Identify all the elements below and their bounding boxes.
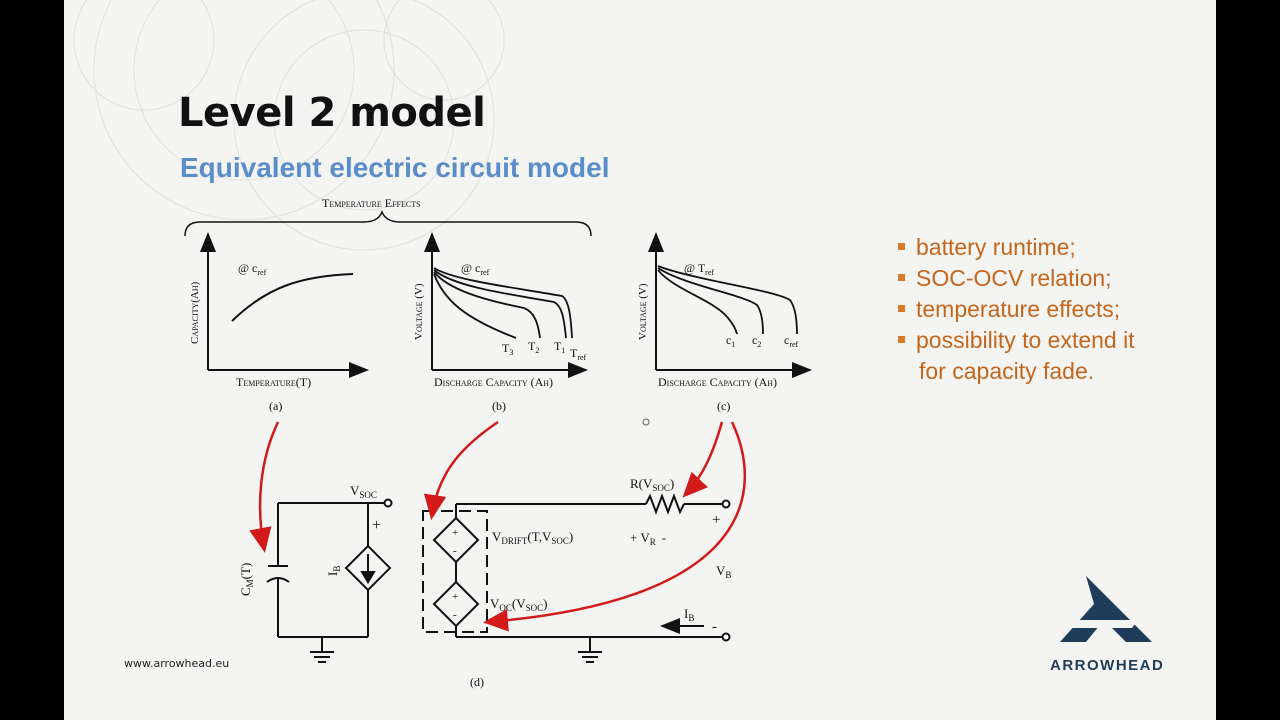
bullet-item: possibility to extend it	[898, 325, 1135, 356]
circuit-figure: Temperature Effects @ cref Capacity(Ah) …	[184, 196, 812, 689]
curve-label-cref: cref	[784, 333, 799, 349]
curve-label-tref: Tref	[570, 346, 587, 362]
capacity-curve	[231, 273, 354, 322]
right-minus: -	[712, 619, 717, 635]
voc-label: VOC(VSOC)	[490, 596, 547, 613]
bullet-continuation: for capacity fade.	[919, 358, 1095, 384]
cursor-mark	[642, 418, 650, 426]
curve-c2	[657, 267, 764, 335]
curve-label-c2: c2	[752, 333, 761, 349]
temperature-brace	[184, 209, 592, 237]
curve-label-c1: c1	[726, 333, 735, 349]
resistor	[645, 493, 685, 515]
vdrift-label: VDRIFT(T,VSOC)	[492, 529, 573, 546]
right-letterbox	[1216, 0, 1280, 720]
cap-label: CM(T)	[238, 563, 255, 596]
background-circles	[73, 0, 505, 251]
panel-a-caption: (a)	[269, 399, 282, 413]
panel-d-caption: (d)	[470, 675, 484, 689]
panel-a-annotation: @ cref	[238, 261, 267, 277]
src-plus-2: +	[452, 591, 458, 603]
src-plus-1: +	[452, 527, 458, 539]
panel-b-xlabel: Discharge Capacity (Ah)	[434, 375, 553, 389]
red-arrows	[249, 420, 747, 632]
curve-t2	[433, 271, 541, 339]
right-plus: +	[712, 512, 720, 528]
panel-c-caption: (c)	[717, 399, 730, 413]
panel-c: @ Tref c1 c2 cref Voltage (V) Discharge …	[637, 232, 812, 413]
slide-title: Level 2 model	[178, 90, 486, 136]
panel-a-xlabel: Temperature(T)	[236, 375, 311, 389]
slide: Level 2 model Equivalent electric circui…	[64, 0, 1216, 720]
bullet-item: temperature effects;	[898, 294, 1135, 325]
curve-label-t1: T1	[554, 339, 565, 355]
vb-label: VB	[716, 563, 731, 580]
curve-t1	[433, 269, 567, 339]
panel-b: @ cref T3 T2 T1 Tref Voltage (V) Dischar…	[413, 232, 588, 413]
panel-b-ylabel: Voltage (V)	[413, 283, 425, 340]
panel-c-ylabel: Voltage (V)	[637, 283, 649, 340]
curve-label-t2: T2	[528, 339, 539, 355]
curve-label-t3: T3	[502, 341, 513, 357]
vr-label: + VR-	[630, 530, 666, 547]
bullet-item: battery runtime;	[898, 232, 1135, 263]
panel-b-annotation: @ cref	[461, 261, 490, 277]
src-minus-2: -	[453, 609, 457, 621]
panel-a-ylabel: Capacity(Ah)	[189, 281, 201, 344]
curve-tref	[433, 267, 573, 339]
left-vsoc-label: VSOC	[350, 483, 377, 500]
logo-text: ARROWHEAD	[1050, 657, 1165, 674]
brace-label: Temperature Effects	[322, 196, 421, 210]
left-ib-label: IB	[325, 566, 342, 576]
bullet-item: SOC-OCV relation;	[898, 263, 1135, 294]
panel-a: @ cref Capacity(Ah) Temperature(T) (a)	[189, 232, 369, 413]
panel-b-caption: (b)	[492, 399, 506, 413]
arrow-a-to-cap	[249, 421, 280, 553]
arrow-b-to-vdrift	[423, 420, 499, 520]
panel-c-annotation: @ Tref	[684, 261, 714, 277]
arrow-c-to-voc	[483, 421, 747, 632]
circuit-right	[422, 493, 731, 663]
src-minus-1: -	[453, 545, 457, 557]
arrowhead-logo	[1060, 576, 1152, 642]
curve-cref	[657, 265, 798, 335]
circuit-left	[266, 498, 393, 663]
arrow-c-to-resistor	[682, 421, 724, 498]
slide-subtitle: Equivalent electric circuit model	[180, 152, 610, 183]
footer-url: www.arrowhead.eu	[124, 657, 230, 670]
left-letterbox	[0, 0, 64, 720]
curve-t3	[433, 273, 517, 339]
right-ib-label: IB	[684, 606, 694, 623]
dashed-box	[422, 510, 488, 633]
left-plus: +	[372, 517, 381, 534]
bullet-list: battery runtime; SOC-OCV relation; tempe…	[898, 232, 1135, 387]
resistor-label: R(VSOC)	[630, 476, 674, 493]
curve-c1	[657, 269, 738, 335]
panel-c-xlabel: Discharge Capacity (Ah)	[658, 375, 777, 389]
